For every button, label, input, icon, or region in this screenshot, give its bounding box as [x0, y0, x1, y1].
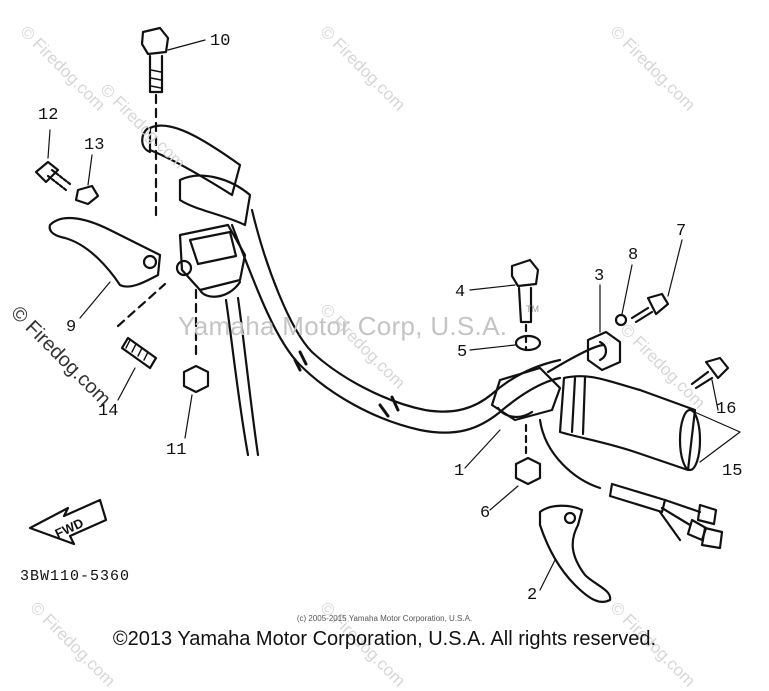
part-label-5: 5	[457, 343, 468, 362]
left-lever	[48, 216, 162, 288]
bolt-12	[34, 160, 72, 192]
center-watermark: Yamaha Motor Corp, U.S.A.	[178, 311, 508, 341]
copyright-small: (c) 2005-2015 Yamaha Motor Corporation, …	[296, 614, 473, 623]
part-label-15: 15	[722, 462, 743, 481]
part-label-10: 10	[210, 32, 231, 51]
washer-5	[514, 334, 542, 352]
diagram-part-code: 3BW110-5360	[20, 568, 131, 585]
fwd-label: FWD	[53, 515, 86, 541]
part-label-8: 8	[628, 246, 639, 265]
part-label-13: 13	[84, 136, 105, 155]
clamp-3	[586, 330, 622, 372]
part-label-14: 14	[98, 402, 119, 421]
nut-6	[514, 423, 542, 486]
copyright-main: ©2013 Yamaha Motor Corporation, U.S.A. A…	[112, 628, 657, 650]
bolt-4	[510, 258, 540, 352]
right-lever	[538, 504, 612, 603]
part-label-6: 6	[480, 504, 491, 523]
leader-lines	[47, 39, 741, 591]
bolt-10	[140, 26, 170, 217]
handlebar-tube	[230, 208, 562, 434]
nut-11	[182, 288, 210, 394]
switch-wires	[538, 418, 724, 550]
left-grip	[141, 124, 252, 227]
part-label-11: 11	[166, 441, 187, 460]
screw-14	[116, 282, 167, 370]
part-label-4: 4	[455, 283, 466, 302]
washer-8	[614, 313, 628, 327]
part-label-7: 7	[676, 222, 687, 241]
left-cable	[224, 296, 260, 457]
left-lever-holder	[175, 223, 247, 298]
part-label-16: 16	[716, 400, 737, 419]
bolt-7	[630, 292, 670, 324]
bolt-16	[690, 356, 730, 390]
part-label-1: 1	[454, 462, 465, 481]
part-label-12: 12	[38, 106, 59, 125]
throttle-grip	[558, 375, 702, 472]
handlebar-parts-diagram: FWD	[28, 26, 741, 603]
fwd-arrow	[28, 498, 108, 546]
nut-13	[74, 184, 100, 206]
part-label-3: 3	[594, 267, 605, 286]
part-label-2: 2	[527, 586, 538, 605]
part-label-9: 9	[66, 318, 77, 337]
trademark-mark: TM	[526, 304, 539, 314]
